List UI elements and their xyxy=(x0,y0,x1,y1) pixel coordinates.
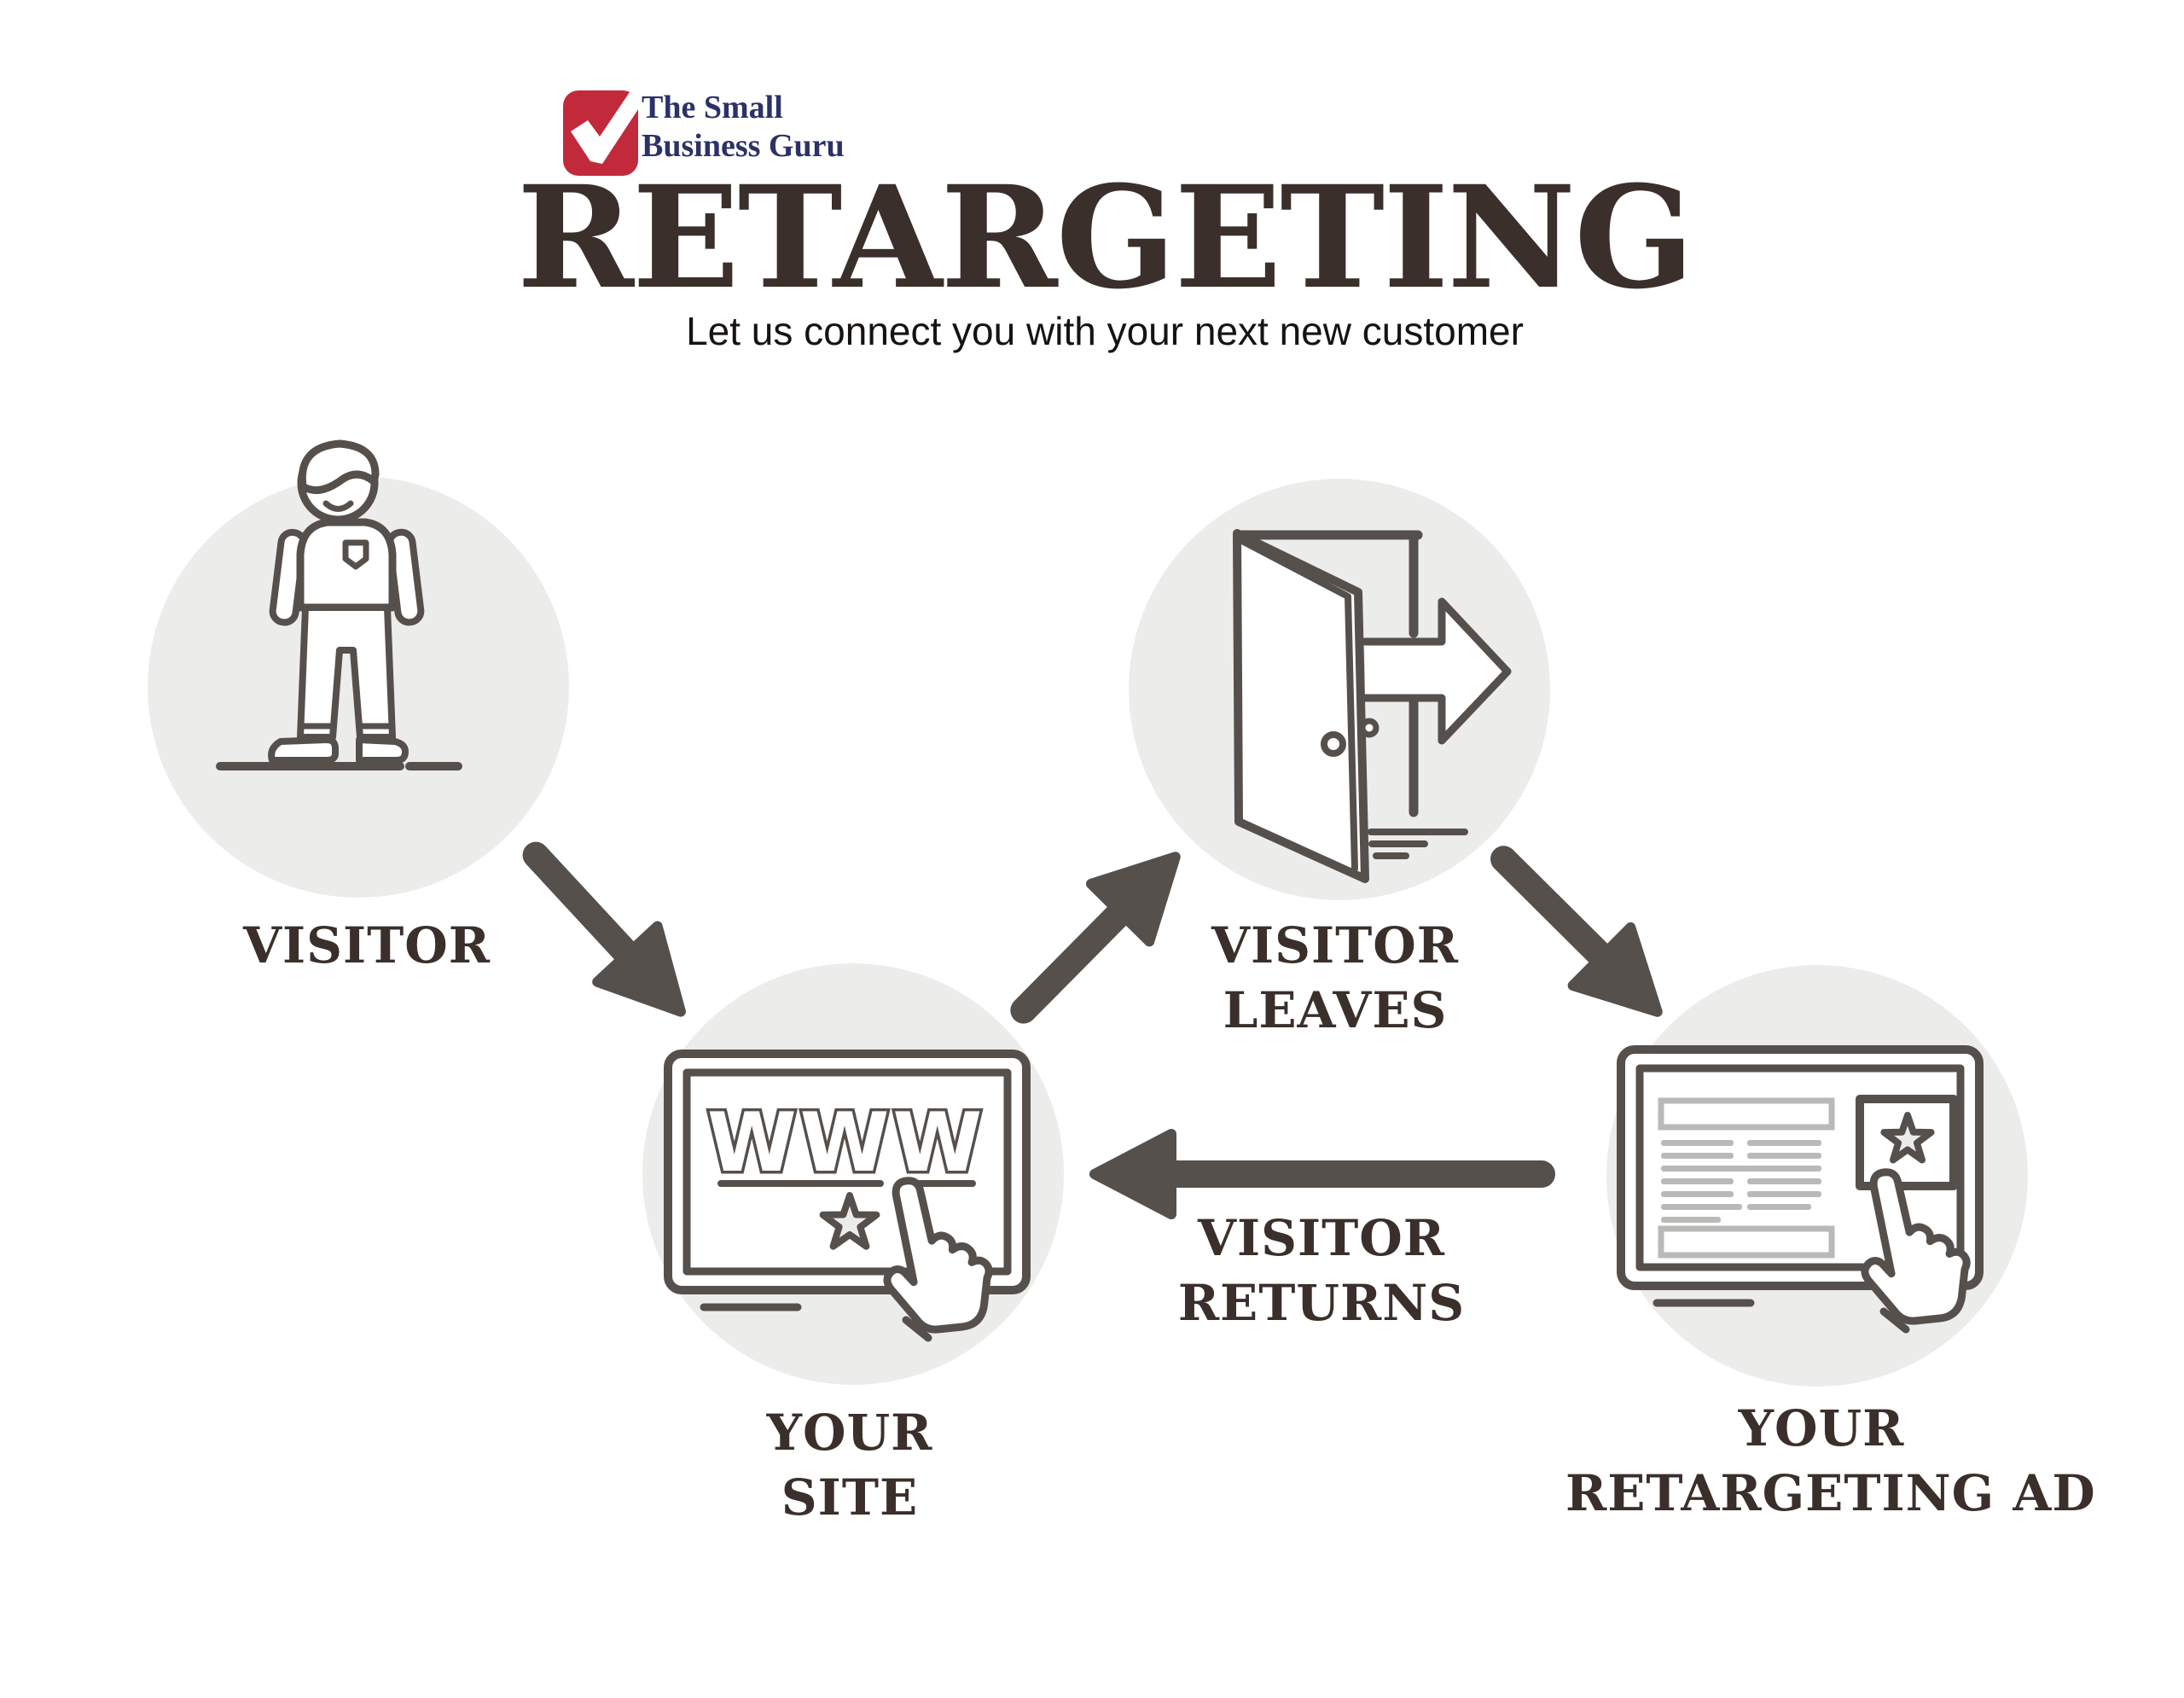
pointer-hand-icon xyxy=(1861,1168,1971,1325)
visitor-label: VISITOR xyxy=(242,916,491,974)
exit-door-icon xyxy=(1233,529,1512,883)
brand-name-line2: Business Guru xyxy=(642,128,845,164)
page-subtitle: Let us connect you with your next new cu… xyxy=(686,309,1524,353)
star-icon xyxy=(1880,1112,1935,1164)
retargeting-ad-label: YOUR RETARGETING AD xyxy=(1565,1399,2096,1522)
brand-name-line1: The Small xyxy=(642,90,783,125)
person-icon xyxy=(216,439,462,770)
arrow-visitor-to-site xyxy=(522,841,686,1017)
page-title: RETARGETING xyxy=(516,154,1694,320)
pointer-hand-icon xyxy=(883,1177,993,1334)
ad-content-lines xyxy=(1661,1140,1821,1223)
arrow-visitor-returns xyxy=(1089,1129,1555,1219)
visitor-returns-label: VISITOR RETURNS xyxy=(1177,1209,1466,1332)
arrow-leaves-to-ad xyxy=(1490,846,1663,1017)
star-icon xyxy=(819,1192,880,1250)
your-site-label: YOUR SITE xyxy=(766,1404,933,1526)
visitor-leaves-label: VISITOR LEAVES xyxy=(1211,916,1460,1039)
arrow-site-to-leaves xyxy=(1010,852,1181,1024)
checkmark-icon xyxy=(563,90,643,176)
retargeting-ad-icon xyxy=(1617,1045,1984,1334)
brand-name: The Small Business Guru xyxy=(642,89,845,166)
website-browser-icon: WWW xyxy=(664,1050,1031,1342)
www-screen-text: WWW xyxy=(707,1096,985,1190)
